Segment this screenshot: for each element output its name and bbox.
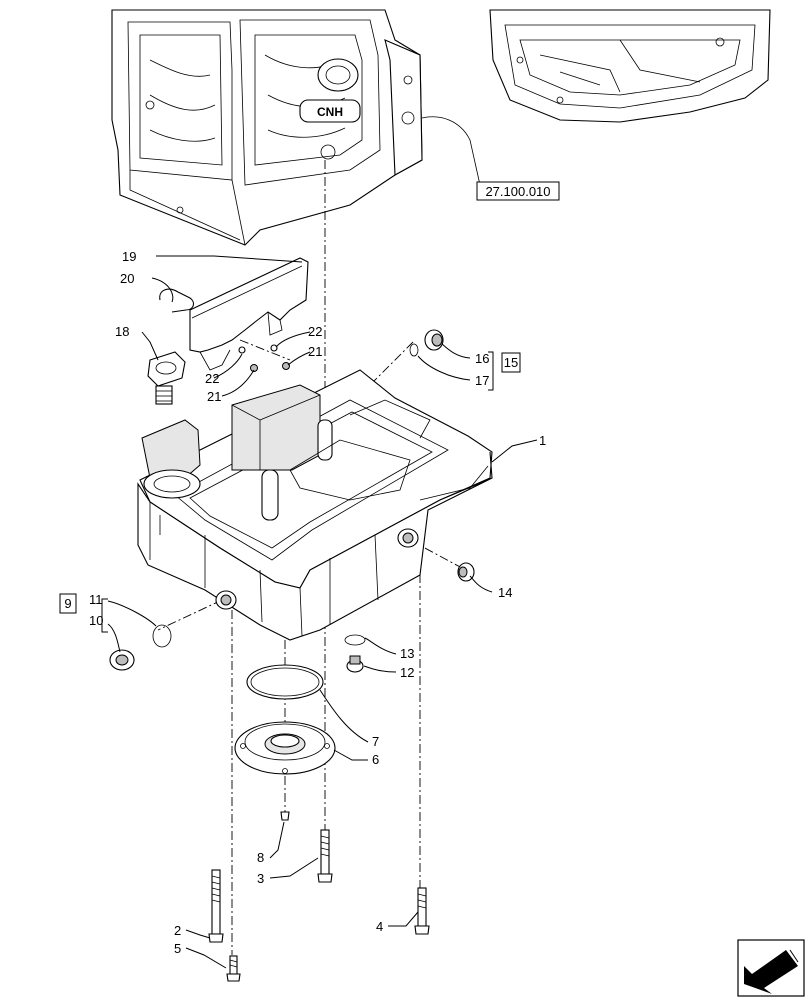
callout-16: 16 xyxy=(475,351,489,366)
callout-19: 19 xyxy=(122,249,136,264)
part-6-cover xyxy=(234,721,336,775)
callout-9: 9 xyxy=(64,596,71,611)
callout-box-9[interactable]: 9 xyxy=(59,593,77,614)
callout-8: 8 xyxy=(257,850,264,865)
callout-11: 11 xyxy=(89,592,103,607)
callout-labels: 19 20 18 22 21 22 21 16 17 1 14 11 10 13… xyxy=(89,249,546,956)
part-22-21-fasteners xyxy=(238,344,290,372)
callout-22b: 22 xyxy=(308,324,322,339)
reference-label: 27.100.010 xyxy=(485,184,550,199)
part-16-17-plug xyxy=(409,329,444,357)
bolt-5 xyxy=(226,955,241,982)
callout-7: 7 xyxy=(372,734,379,749)
reference-box[interactable]: 27.100.010 xyxy=(476,181,560,201)
callout-4: 4 xyxy=(376,919,383,934)
callout-5: 5 xyxy=(174,941,181,956)
part-10-11-drain-plug xyxy=(109,624,172,671)
part-19-shield xyxy=(189,257,309,371)
transmission-housing: CNH xyxy=(111,9,423,246)
bolt-3 xyxy=(317,829,333,883)
housing-logo-plate xyxy=(299,99,361,123)
callout-1: 1 xyxy=(539,433,546,448)
part-1-oil-sump xyxy=(137,369,493,641)
bolt-2 xyxy=(208,869,224,943)
reference-leader xyxy=(421,116,481,186)
callout-15: 15 xyxy=(504,355,518,370)
callout-22a: 22 xyxy=(205,371,219,386)
callout-20: 20 xyxy=(120,271,134,286)
flywheel-housing xyxy=(489,9,771,123)
housing-logo-text: CNH xyxy=(317,105,343,119)
callout-6: 6 xyxy=(372,752,379,767)
callout-3: 3 xyxy=(257,871,264,886)
callout-21a: 21 xyxy=(207,389,221,404)
arrow-navigation-icon[interactable] xyxy=(737,939,805,997)
alignment-lines xyxy=(157,160,463,955)
callout-21b: 21 xyxy=(308,344,322,359)
callout-13: 13 xyxy=(400,646,414,661)
callout-14: 14 xyxy=(498,585,512,600)
callout-10: 10 xyxy=(89,613,103,628)
part-12-13-plug xyxy=(344,634,366,673)
callout-12: 12 xyxy=(400,665,414,680)
callout-box-15[interactable]: 15 xyxy=(501,352,521,373)
part-7-gasket xyxy=(246,664,324,700)
part-8-bolt xyxy=(280,811,290,821)
part-20-clip xyxy=(159,288,195,313)
callout-17: 17 xyxy=(475,373,489,388)
callout-leaders xyxy=(101,255,538,969)
bolt-4 xyxy=(414,887,430,935)
callout-18: 18 xyxy=(115,324,129,339)
callout-2: 2 xyxy=(174,923,181,938)
part-18-fitting xyxy=(147,351,186,405)
